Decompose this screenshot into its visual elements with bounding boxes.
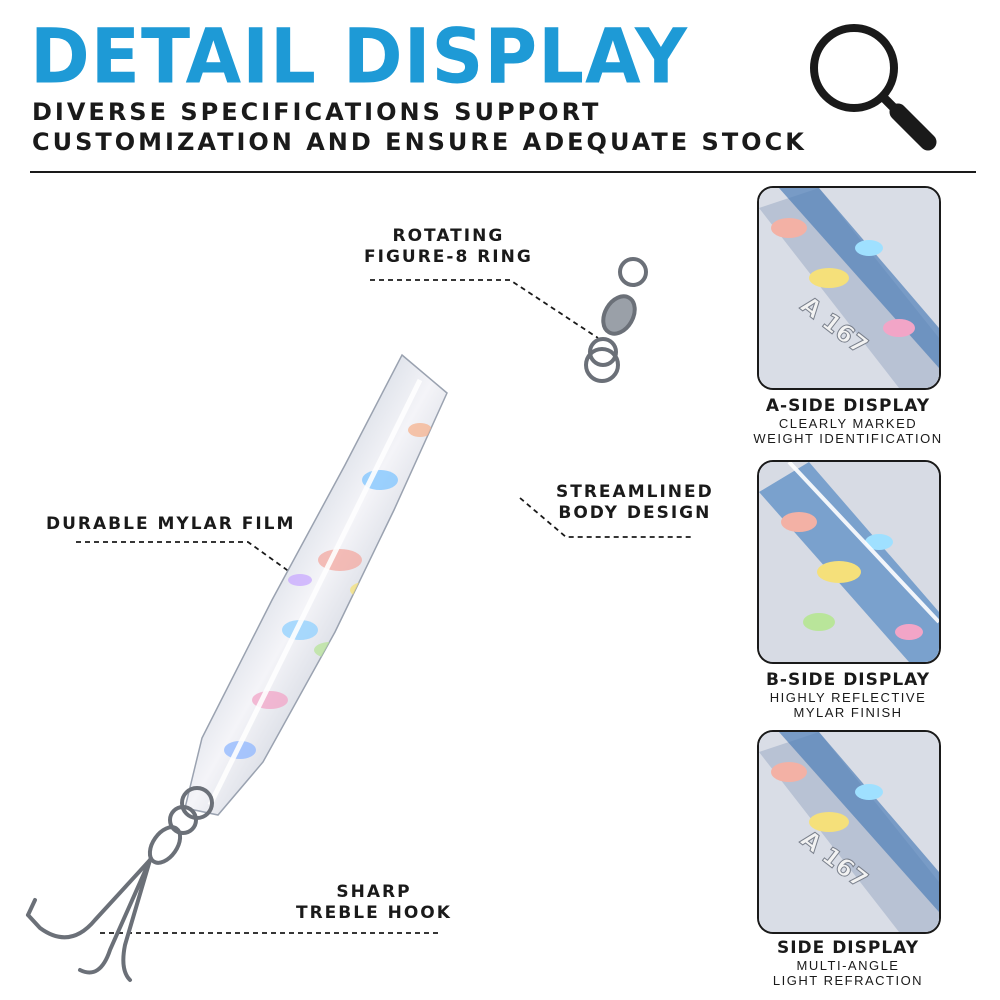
caption-b-side-line2: MYLAR FINISH (793, 705, 903, 720)
lure-illustration (26, 257, 692, 982)
caption-side-line2: LIGHT REFRACTION (772, 973, 924, 988)
rotating-ring (584, 257, 648, 383)
callout-hook-line1: SHARP (336, 882, 412, 902)
callout-hook: SHARP TREBLE HOOK (296, 882, 452, 924)
panel-a-side: A 167 (757, 186, 941, 390)
callout-body-line2: BODY DESIGN (558, 503, 712, 523)
caption-a-side-title: A-SIDE DISPLAY (765, 396, 931, 416)
callout-body: STREAMLINED BODY DESIGN (556, 482, 714, 524)
panel-side: A 167 (757, 730, 941, 934)
callout-body-line1: STREAMLINED (556, 482, 714, 502)
header-divider (30, 171, 976, 173)
lure-body (184, 353, 448, 816)
caption-a-side-line2: WEIGHT IDENTIFICATION (753, 431, 943, 446)
magnifier-icon (810, 24, 937, 151)
caption-b-side: B-SIDE DISPLAY HIGHLY REFLECTIVE MYLAR F… (742, 670, 954, 720)
caption-side-line1: MULTI-ANGLE (796, 958, 900, 973)
caption-side-title: SIDE DISPLAY (776, 938, 920, 958)
treble-hook (26, 786, 214, 982)
panel-b-side (757, 460, 941, 664)
caption-b-side-title: B-SIDE DISPLAY (765, 670, 931, 690)
page-title: DETAIL DISPLAY (30, 11, 688, 101)
caption-b-side-line1: HIGHLY REFLECTIVE (769, 690, 927, 705)
caption-a-side-line1: CLEARLY MARKED (778, 416, 918, 431)
caption-side: SIDE DISPLAY MULTI-ANGLE LIGHT REFRACTIO… (742, 938, 954, 988)
callout-film-line1: DURABLE MYLAR FILM (46, 514, 296, 534)
b-side-closeup-image (759, 462, 939, 662)
subtitle-line-1: DIVERSE SPECIFICATIONS SUPPORT (32, 98, 602, 126)
callout-ring-line2: FIGURE-8 RING (364, 247, 533, 267)
callout-film: DURABLE MYLAR FILM (46, 514, 295, 535)
callout-ring: ROTATING FIGURE-8 RING (364, 226, 533, 268)
subtitle-line-2: CUSTOMIZATION AND ENSURE ADEQUATE STOCK (32, 128, 807, 156)
callout-hook-line2: TREBLE HOOK (296, 903, 452, 923)
a-side-closeup-image: A 167 (759, 188, 939, 388)
caption-a-side: A-SIDE DISPLAY CLEARLY MARKED WEIGHT IDE… (742, 396, 954, 446)
side-closeup-image: A 167 (759, 732, 939, 932)
callout-lines (76, 279, 692, 934)
callout-ring-line1: ROTATING (392, 226, 505, 246)
